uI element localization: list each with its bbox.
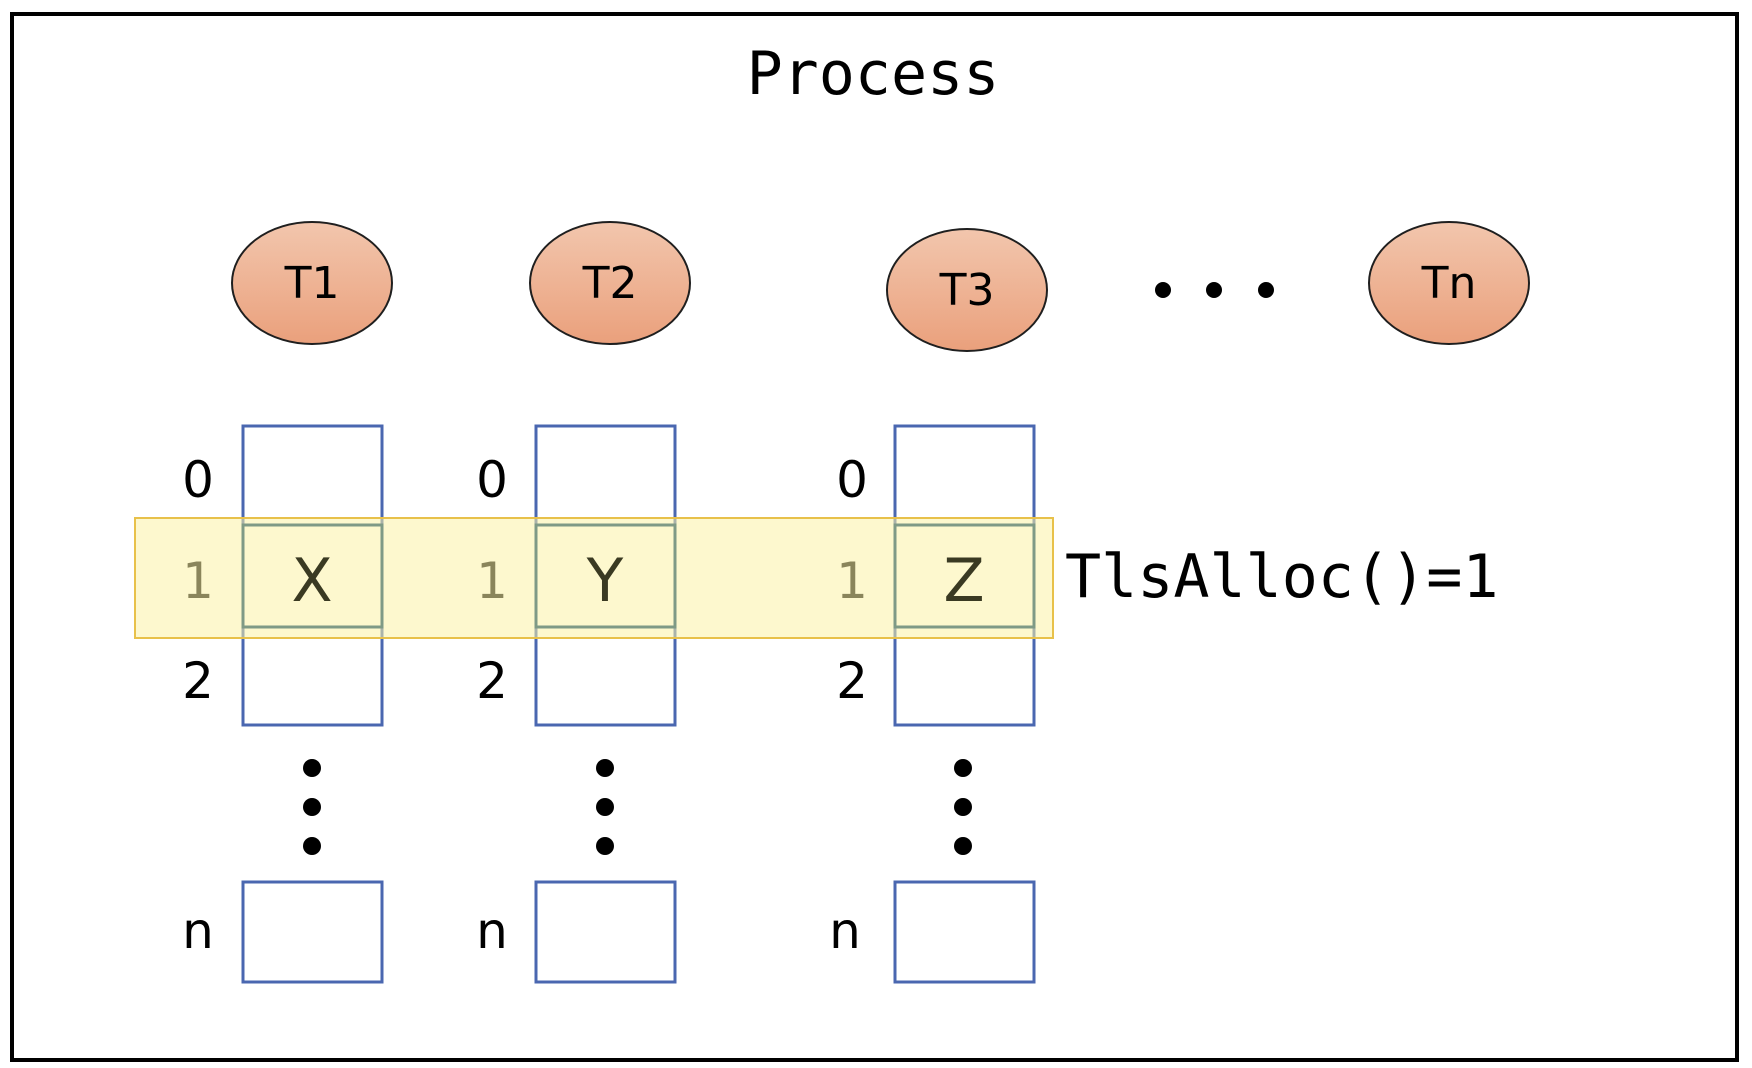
thread-label: Tn xyxy=(1421,258,1477,309)
tls-slot-n xyxy=(893,880,1036,984)
ellipsis-dot xyxy=(954,798,972,816)
ellipsis-dot xyxy=(1155,282,1171,298)
slot-index: 2 xyxy=(836,652,868,710)
slot-value-t1: X xyxy=(291,546,332,616)
ellipsis-dot xyxy=(954,759,972,777)
tls-array-t3: 0 1 2 n xyxy=(829,424,1036,984)
thread-label: T2 xyxy=(582,258,638,309)
tlsalloc-label: TlsAlloc()=1 xyxy=(1065,542,1498,612)
slot-index: n xyxy=(182,902,214,960)
ellipsis-dot xyxy=(1206,282,1222,298)
slot-index: 0 xyxy=(836,451,868,509)
process-title: Process xyxy=(747,39,1000,109)
tls-array-t1: 0 1 2 n xyxy=(182,424,384,984)
tls-array-t2: 0 1 2 n xyxy=(476,424,677,984)
slot-value-t2: Y xyxy=(586,546,624,616)
thread-node xyxy=(529,221,691,345)
ellipsis-dot xyxy=(1258,282,1274,298)
slot-index: 0 xyxy=(476,451,508,509)
thread-t3: T3 xyxy=(886,228,1048,352)
thread-tn: Tn xyxy=(1368,221,1530,345)
tls-slot-1-t2 xyxy=(534,523,677,629)
thread-ellipsis xyxy=(1155,282,1274,298)
thread-node xyxy=(231,221,393,345)
thread-label: T1 xyxy=(284,258,340,309)
ellipsis-dot xyxy=(303,798,321,816)
allocated-slot-highlight xyxy=(134,517,1054,639)
slot-index: 2 xyxy=(182,652,214,710)
ellipsis-dot xyxy=(596,759,614,777)
thread-node xyxy=(1368,221,1530,345)
ellipsis-dot xyxy=(596,798,614,816)
slot-index: 2 xyxy=(476,652,508,710)
thread-t2: T2 xyxy=(529,221,691,345)
tls-slot-n xyxy=(534,880,677,984)
tls-slot-1-t3 xyxy=(893,523,1036,629)
ellipsis-dot xyxy=(596,837,614,855)
slot-index: 0 xyxy=(182,451,214,509)
ellipsis-dot xyxy=(303,837,321,855)
tls-slot-n xyxy=(241,880,384,984)
thread-node xyxy=(886,228,1048,352)
process-frame xyxy=(10,12,1739,1062)
slot-index: n xyxy=(476,902,508,960)
thread-label: T3 xyxy=(939,265,995,316)
ellipsis-dot xyxy=(303,759,321,777)
slot-index: n xyxy=(829,902,861,960)
slot-value-t3: Z xyxy=(943,546,984,616)
thread-t1: T1 xyxy=(231,221,393,345)
ellipsis-dot xyxy=(954,837,972,855)
tls-slot-1-t1 xyxy=(241,523,384,629)
